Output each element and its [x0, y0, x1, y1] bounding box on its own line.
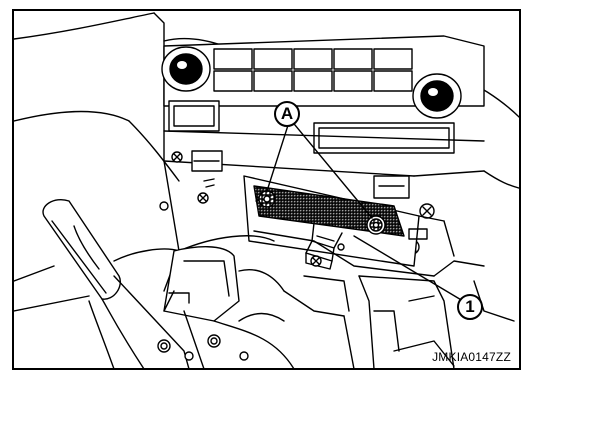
shift-lever	[14, 199, 190, 368]
climate-panel	[161, 35, 485, 119]
callout-1: 1	[457, 294, 483, 320]
console-housing	[113, 160, 485, 292]
callout-a: A	[274, 101, 300, 127]
console-lower	[157, 246, 515, 368]
leader-lines	[266, 118, 464, 302]
dashboard-outline	[14, 12, 519, 189]
lower-screw	[310, 243, 345, 267]
figure-frame: A 1 JMKIA0147ZZ	[12, 9, 521, 370]
figure-id-label: JMKIA0147ZZ	[432, 350, 511, 364]
line-drawing	[14, 12, 519, 368]
